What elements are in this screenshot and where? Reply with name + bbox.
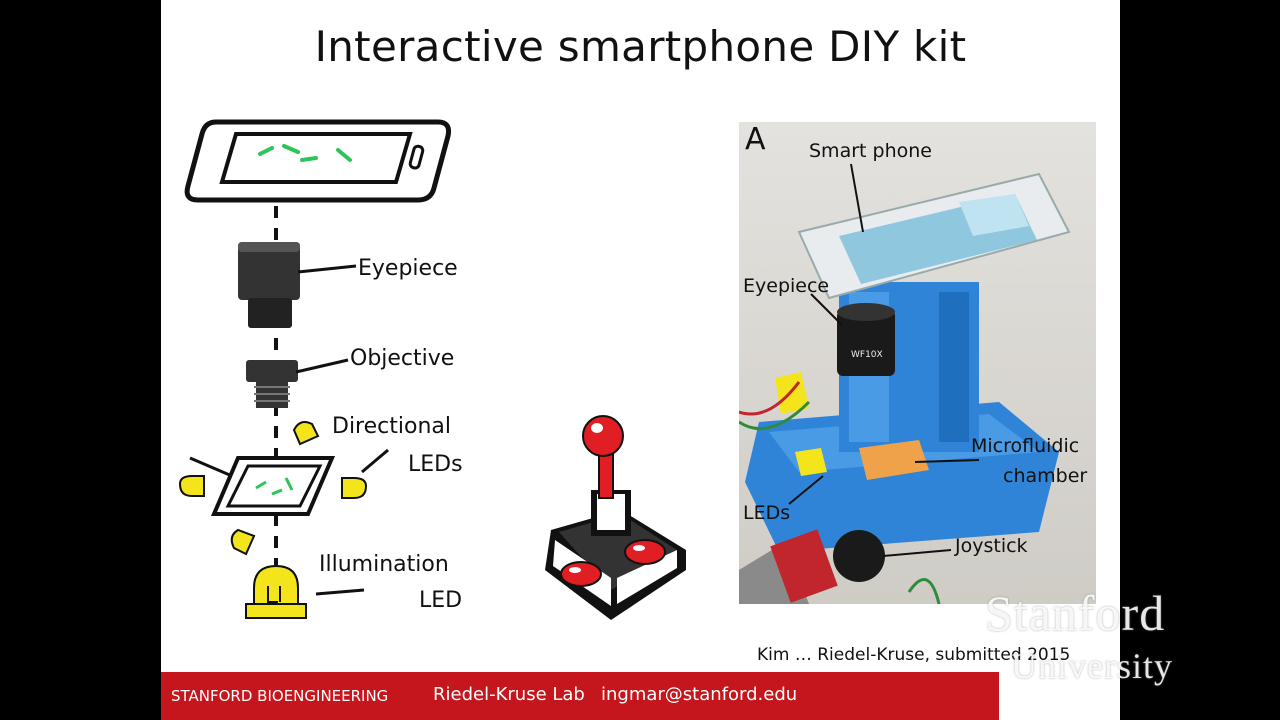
photo-label-eyepiece: Eyepiece bbox=[743, 275, 830, 297]
label-illumination: Illumination bbox=[319, 552, 449, 577]
objective-icon bbox=[246, 358, 349, 408]
eyepiece-marking: WF10X bbox=[851, 350, 883, 360]
label-directional: Directional bbox=[332, 414, 451, 439]
photo-label-leds: LEDs bbox=[743, 502, 791, 524]
wordmark-line1: Stanford bbox=[985, 585, 1166, 641]
label-objective: Objective bbox=[350, 346, 455, 371]
joystick-icon bbox=[545, 415, 686, 620]
wordmark-line2: University bbox=[1011, 646, 1173, 686]
panel-letter: A bbox=[745, 122, 766, 157]
slide-title: Interactive smartphone DIY kit bbox=[314, 22, 967, 71]
illumination-led-icon bbox=[245, 564, 365, 619]
schematic-drawing bbox=[178, 119, 451, 619]
sample-chamber-icon bbox=[189, 456, 336, 516]
eyepiece-icon bbox=[238, 242, 357, 328]
footer-dept: STANFORD BIOENGINEERING bbox=[171, 687, 389, 705]
photo-label-microfluidic: Microfluidic bbox=[971, 435, 1080, 457]
photo-label-joystick: Joystick bbox=[955, 535, 1028, 557]
label-eyepiece: Eyepiece bbox=[358, 256, 458, 281]
footer-bar: STANFORD BIOENGINEERING Riedel-Kruse Lab… bbox=[161, 672, 999, 720]
kit-photo: A Smart phone Eyepiece WF10X Microfluidi… bbox=[739, 122, 1096, 604]
photo-label-smart-phone: Smart phone bbox=[809, 140, 932, 162]
kit-schematic: Eyepiece Objective Directional LEDs Illu… bbox=[176, 110, 476, 630]
joystick-illustration bbox=[541, 410, 691, 620]
label-directional-leds: LEDs bbox=[408, 452, 463, 477]
slide: Interactive smartphone DIY kit bbox=[161, 0, 1120, 720]
directional-led-icon bbox=[178, 421, 368, 556]
label-illumination-led: LED bbox=[419, 588, 463, 613]
kit-photo-drawing bbox=[739, 122, 1096, 604]
footer-email: ingmar@stanford.edu bbox=[601, 684, 798, 705]
footer-lab: Riedel-Kruse Lab bbox=[433, 684, 585, 705]
stanford-university-wordmark: Stanford University bbox=[985, 588, 1173, 684]
citation: Kim … Riedel-Kruse, submitted 2015 bbox=[757, 645, 1071, 665]
phone-icon bbox=[184, 119, 451, 203]
photo-label-chamber: chamber bbox=[1003, 465, 1088, 487]
